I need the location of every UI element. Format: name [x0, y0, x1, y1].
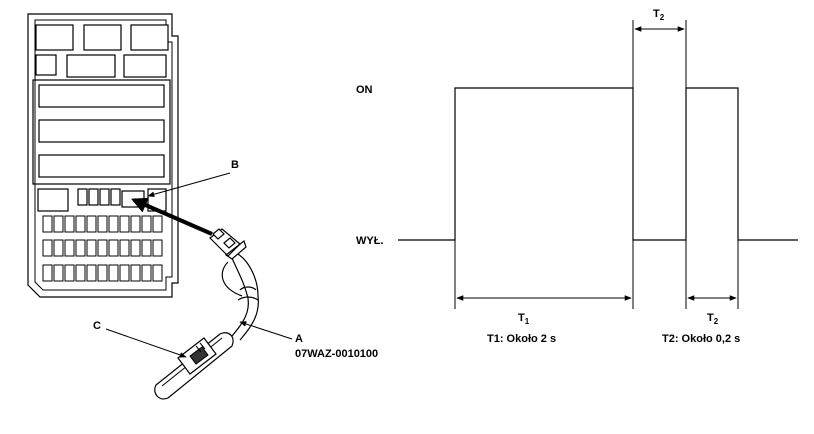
fuse-block: [37, 188, 69, 212]
leader-line-a: [239, 321, 293, 340]
insertion-arrow: [131, 197, 213, 236]
cable: [231, 297, 249, 337]
callout-c: C: [93, 320, 101, 332]
relay-slot: [66, 54, 116, 78]
connector-bar: [38, 84, 165, 108]
connector-bar: [38, 119, 165, 143]
off-label: WYŁ.: [356, 235, 384, 247]
callout-b: B: [231, 159, 239, 171]
switch-knob[interactable]: [189, 346, 209, 365]
fuse-box: [27, 13, 179, 298]
cable: [239, 295, 259, 341]
t2-caption: T2: Około 0,2 s: [662, 333, 740, 345]
t1-caption: T1: Około 2 s: [487, 333, 556, 345]
cable: [231, 257, 249, 299]
fuse-grid: [42, 215, 163, 282]
scs-tool: [105, 172, 293, 400]
cable: [237, 253, 259, 297]
fuse: [77, 188, 88, 206]
relay-slot: [35, 24, 74, 51]
t1-label: T1: [518, 312, 530, 326]
fuse: [99, 188, 110, 206]
cable-clip: [237, 286, 259, 301]
fuse: [110, 188, 121, 206]
relay-slot: [130, 24, 169, 51]
relay-slot: [35, 54, 57, 76]
timing-diagram: [398, 20, 798, 309]
fuse: [88, 188, 99, 206]
leader-line-c: [105, 328, 187, 358]
on-label: ON: [356, 84, 373, 96]
connector-plug: [209, 228, 247, 260]
t2-label: T2: [707, 312, 719, 326]
callout-a: A: [295, 333, 303, 345]
handheld-switch: [154, 332, 234, 400]
fuse-box-outline: [27, 13, 179, 298]
leader-line-b: [147, 172, 231, 197]
relay-slot: [123, 54, 167, 78]
connector-bar: [38, 154, 165, 178]
cable: [221, 261, 243, 297]
part-number-label: 07WAZ-0010100: [295, 348, 378, 360]
relay-slot: [83, 24, 122, 51]
signal-waveform: [398, 87, 798, 241]
connector-frame: [32, 79, 171, 185]
t2-top-label: T2: [653, 8, 665, 22]
